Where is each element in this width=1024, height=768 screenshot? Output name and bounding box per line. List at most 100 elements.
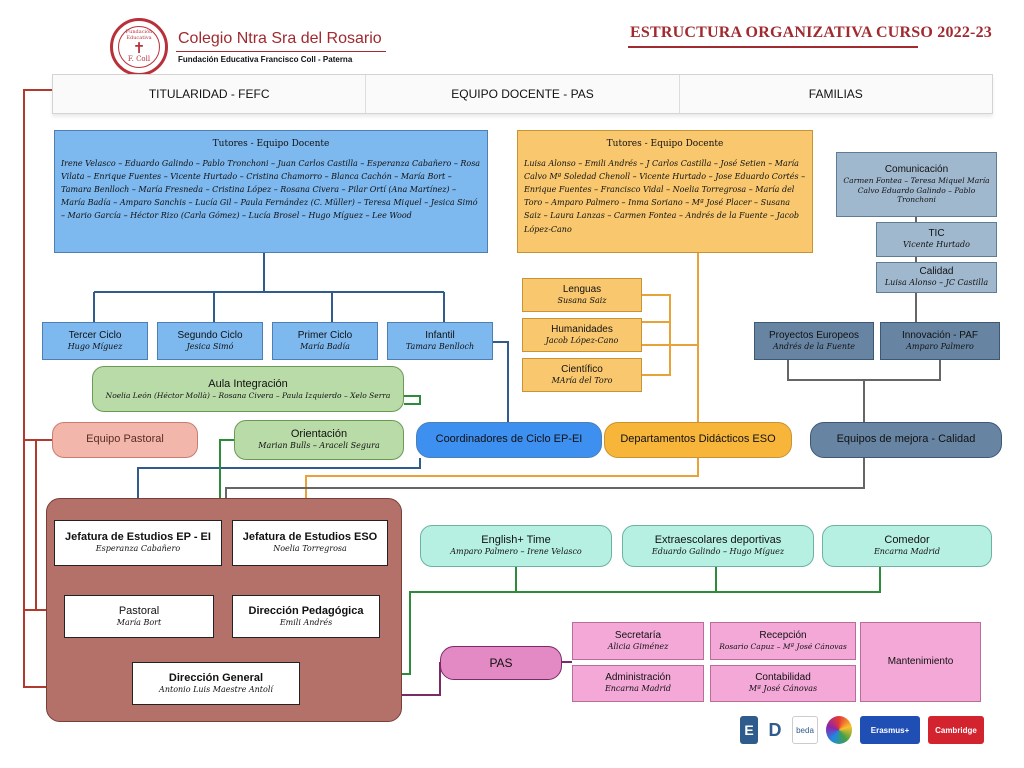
innovacion-name: Amparo Palmero bbox=[906, 341, 974, 351]
calidad-name: Luisa Alonso – JC Castilla bbox=[884, 278, 989, 288]
tutores-ep-box: Tutores - Equipo Docente Irene Velasco –… bbox=[54, 130, 488, 253]
administracion-title: Administración bbox=[605, 672, 671, 684]
topbar-titularidad: TITULARIDAD - FEFC bbox=[53, 75, 367, 113]
school-subtitle: Fundación Educativa Francisco Coll - Pat… bbox=[178, 55, 353, 64]
tic-box: TIC Vicente Hurtado bbox=[876, 222, 997, 257]
comunicacion-box: Comunicación Carmen Fontea – Teresa Miqu… bbox=[836, 152, 997, 217]
direccion-pedagogica-name: Emili Andrés bbox=[279, 617, 333, 627]
orientacion-box: Orientación Marian Bulls – Araceli Segur… bbox=[234, 420, 404, 460]
aula-integracion-names: Noelia León (Héctor Mollà) – Rosana Cive… bbox=[105, 390, 391, 400]
tutores-eso-title: Tutores - Equipo Docente bbox=[606, 139, 724, 149]
servicio-name: Eduardo Galindo – Hugo Míguez bbox=[651, 547, 785, 557]
top-bar: TITULARIDAD - FEFC EQUIPO DOCENTE - PAS … bbox=[52, 74, 993, 114]
servicio-name: Amparo Palmero – Irene Velasco bbox=[450, 547, 582, 557]
jefatura-eso-name: Noelia Torregrosa bbox=[273, 544, 347, 554]
comunicacion-title: Comunicación bbox=[884, 163, 949, 175]
direccion-pedagogica-box: Dirección Pedagógica Emili Andrés bbox=[232, 595, 380, 638]
school-name: Colegio Ntra Sra del Rosario bbox=[178, 30, 382, 47]
english-time-box: English+ Time Amparo Palmero – Irene Vel… bbox=[420, 525, 612, 567]
cambridge-logo: Cambridge bbox=[928, 716, 984, 744]
orientacion-title: Orientación bbox=[290, 428, 348, 441]
direccion-general-title: Dirección General bbox=[168, 671, 264, 684]
servicio-name: Encarna Madrid bbox=[873, 547, 941, 557]
pas-title: PAS bbox=[489, 655, 513, 670]
footer-logos: E D beda Erasmus+ Cambridge bbox=[740, 716, 984, 744]
equipos-mejora-title: Equipos de mejora - Calidad bbox=[836, 433, 976, 446]
topbar-equipo-docente: EQUIPO DOCENTE - PAS bbox=[366, 75, 680, 113]
dept-humanidades-box: Humanidades Jacob López-Cano bbox=[522, 318, 642, 352]
jefatura-eso-box: Jefatura de Estudios ESO Noelia Torregro… bbox=[232, 520, 388, 566]
dept-cientifico-box: Científico MAría del Toro bbox=[522, 358, 642, 392]
jefatura-eso-title: Jefatura de Estudios ESO bbox=[242, 531, 378, 544]
dept-title: Lenguas bbox=[562, 283, 602, 295]
header-rule bbox=[176, 51, 386, 52]
ciclo-infantil-box: Infantil Tamara Benlloch bbox=[387, 322, 493, 360]
topbar-familias: FAMILIAS bbox=[808, 87, 863, 101]
dept-name: Susana Saiz bbox=[557, 295, 607, 305]
direccion-general-name: Antonio Luis Maestre Antolí bbox=[159, 684, 273, 694]
ciclo-title: Tercer Ciclo bbox=[68, 329, 122, 341]
contabilidad-name: Mª José Cánovas bbox=[748, 684, 818, 694]
departamentos-didacticos-title: Departamentos Didácticos ESO bbox=[620, 433, 776, 446]
proyectos-europeos-box: Proyectos Europeos Andrés de la Fuente bbox=[754, 322, 874, 360]
recepcion-title: Recepción bbox=[759, 630, 807, 642]
pastoral-box: Pastoral María Bort bbox=[64, 595, 214, 638]
contabilidad-box: Contabilidad Mª José Cánovas bbox=[710, 665, 856, 702]
jefatura-ep-name: Esperanza Cabañero bbox=[95, 544, 181, 554]
dept-title: Científico bbox=[561, 363, 603, 375]
administracion-name: Encarna Madrid bbox=[604, 684, 672, 694]
erasmus-logo: Erasmus+ bbox=[860, 716, 920, 744]
dept-name: Jacob López-Cano bbox=[545, 335, 619, 345]
ciclo-tercer-box: Tercer Ciclo Hugo Míguez bbox=[42, 322, 148, 360]
tutores-eso-list: Luisa Alonso – Emili Andrés – J Carlos C… bbox=[524, 158, 806, 234]
servicio-title: English+ Time bbox=[481, 534, 551, 547]
equipo-pastoral-title: Equipo Pastoral bbox=[86, 433, 164, 446]
jefatura-ep-box: Jefatura de Estudios EP - EI Esperanza C… bbox=[54, 520, 222, 566]
coordinadores-ciclo-box: Coordinadores de Ciclo EP-EI bbox=[416, 422, 602, 458]
cross-icon: ✝ bbox=[132, 39, 146, 58]
proyectos-title: Proyectos Europeos bbox=[768, 329, 860, 341]
ciclo-name: Hugo Míguez bbox=[67, 341, 123, 351]
equipo-pastoral-box: Equipo Pastoral bbox=[52, 422, 198, 458]
orientacion-names: Marian Bulls – Araceli Segura bbox=[258, 441, 380, 451]
school-logo: Fundación Educativa ✝ F. Coll bbox=[110, 18, 168, 76]
beda-logo: beda bbox=[792, 716, 818, 744]
logo-top-text: Fundación Educativa bbox=[125, 29, 153, 41]
colors-logo bbox=[826, 716, 852, 744]
tutores-eso-box: Tutores - Equipo Docente Luisa Alonso – … bbox=[517, 130, 813, 253]
pas-box: PAS bbox=[440, 646, 562, 680]
contabilidad-title: Contabilidad bbox=[755, 672, 811, 684]
tutores-ep-title: Tutores - Equipo Docente bbox=[212, 139, 330, 149]
equipos-mejora-box: Equipos de mejora - Calidad bbox=[810, 422, 1002, 458]
ciclo-name: Tamara Benlloch bbox=[405, 341, 475, 351]
e-logo: E bbox=[740, 716, 758, 744]
d-logo: D bbox=[768, 719, 782, 740]
tic-name: Vicente Hurtado bbox=[903, 240, 970, 250]
secretaria-name: Alicia Giménez bbox=[607, 641, 669, 651]
secretaria-box: Secretaría Alicia Giménez bbox=[572, 622, 704, 660]
ciclo-name: María Badía bbox=[300, 341, 350, 351]
comedor-box: Comedor Encarna Madrid bbox=[822, 525, 992, 567]
jefatura-ep-title: Jefatura de Estudios EP - EI bbox=[65, 531, 211, 544]
tic-title: TIC bbox=[928, 228, 945, 240]
direccion-general-box: Dirección General Antonio Luis Maestre A… bbox=[132, 662, 300, 705]
pastoral-title: Pastoral bbox=[118, 604, 160, 617]
servicio-title: Comedor bbox=[884, 534, 930, 547]
secretaria-title: Secretaría bbox=[614, 629, 662, 641]
dept-name: MAría del Toro bbox=[551, 375, 613, 385]
ciclo-title: Infantil bbox=[425, 329, 455, 341]
mantenimiento-box: Mantenimiento bbox=[860, 622, 981, 702]
recepcion-box: Recepción Rosario Capuz – Mª José Cánova… bbox=[710, 622, 856, 660]
ciclo-title: Segundo Ciclo bbox=[177, 329, 243, 341]
pastoral-name: María Bort bbox=[116, 617, 162, 627]
comunicacion-names: Carmen Fontea – Teresa Miquel María Calv… bbox=[843, 175, 990, 205]
departamentos-didacticos-box: Departamentos Didácticos ESO bbox=[604, 422, 792, 458]
ciclo-segundo-box: Segundo Ciclo Jesica Simó bbox=[157, 322, 263, 360]
innovacion-title: Innovación - PAF bbox=[902, 329, 978, 341]
ciclo-primer-box: Primer Ciclo María Badía bbox=[272, 322, 378, 360]
administracion-box: Administración Encarna Madrid bbox=[572, 665, 704, 702]
logo-bottom-text: F. Coll bbox=[127, 55, 151, 64]
aula-integracion-title: Aula Integración bbox=[208, 377, 288, 390]
direccion-pedagogica-title: Dirección Pedagógica bbox=[248, 604, 364, 617]
coordinadores-title: Coordinadores de Ciclo EP-EI bbox=[435, 433, 583, 446]
